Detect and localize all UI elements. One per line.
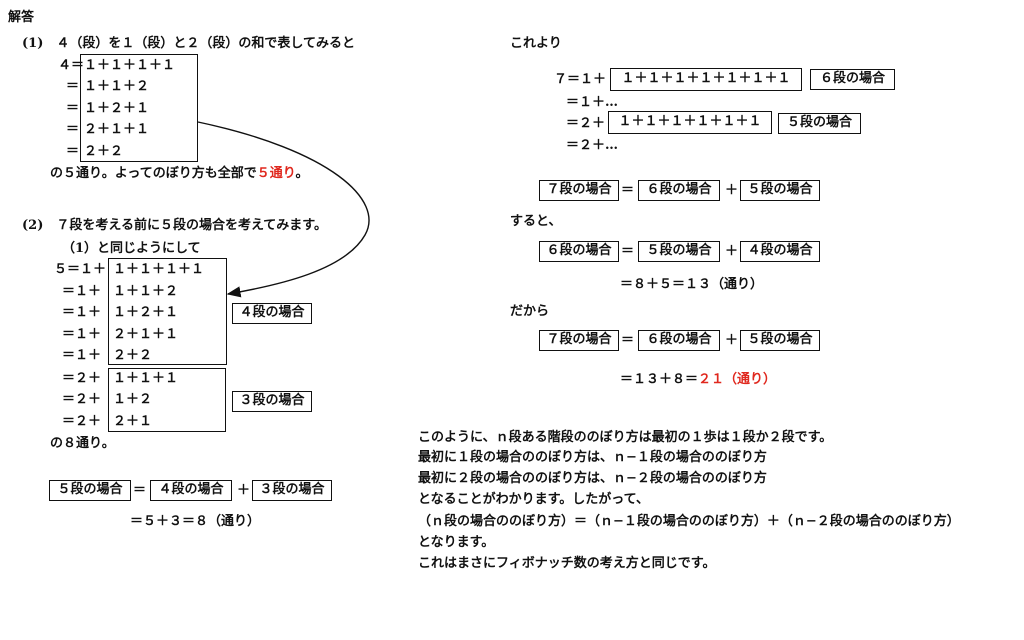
part2-count: の８通り。 bbox=[50, 436, 115, 451]
sum-plus: ＋ bbox=[237, 483, 251, 498]
label-six-steps: ６段の場合 bbox=[810, 69, 895, 90]
part2-box-three bbox=[108, 368, 226, 432]
part1-eq: ＝ bbox=[66, 122, 80, 137]
part2-prefix: ＝１＋ bbox=[62, 305, 102, 320]
part1-eq: ＝ bbox=[66, 144, 80, 159]
right-line1-box: １＋１＋１＋１＋１＋１＋１ bbox=[610, 68, 802, 91]
eq3-six-steps: ６段の場合 bbox=[638, 330, 720, 351]
part2-prefix: ＝１＋ bbox=[62, 327, 102, 342]
right-so: だから bbox=[510, 304, 550, 319]
part2-row: １＋１＋１＋１ bbox=[113, 262, 205, 277]
part2-row: ２＋１＋１ bbox=[113, 327, 179, 342]
right-line3-lead: ＝２＋ bbox=[566, 116, 606, 131]
label-three-steps: ３段の場合 bbox=[232, 391, 312, 412]
conclusion-line: となります。 bbox=[418, 535, 495, 550]
sum-result: ＝５＋３＝８（通り） bbox=[130, 514, 261, 529]
sum-five-steps: ５段の場合 bbox=[49, 480, 131, 501]
part1-result: の５通り。よってのぼり方も全部で５通り。 bbox=[50, 166, 309, 181]
eq1-five-steps: ５段の場合 bbox=[740, 180, 820, 201]
conclusion-line: 最初に２段の場合ののぼり方は、ｎ−２段の場合ののぼり方 bbox=[418, 471, 767, 486]
part1-row: １＋１＋１＋１ bbox=[84, 58, 176, 73]
eq1-six-steps: ６段の場合 bbox=[638, 180, 720, 201]
part1-eq: ＝ bbox=[66, 101, 80, 116]
part2-row: １＋１＋１ bbox=[113, 371, 179, 386]
part2-subtitle: （1）と同じようにして bbox=[62, 241, 201, 256]
part2-row: １＋２＋１ bbox=[113, 305, 179, 320]
conclusion-line: このように、ｎ段ある階段ののぼり方は最初の１歩は１段か２段です。 bbox=[418, 430, 833, 445]
eq3-equals: ＝ bbox=[621, 333, 635, 348]
conclusion-formula: （ｎ段の場合ののぼり方）＝（ｎ−１段の場合ののぼり方）＋（ｎ−２段の場合ののぼり… bbox=[418, 514, 960, 529]
part1-lead: ４＝ bbox=[58, 58, 85, 73]
part2-title: (2) ７段を考える前に５段の場合を考えてみます。 bbox=[22, 218, 328, 233]
part1-row: ２＋１＋１ bbox=[84, 122, 150, 137]
sum-equals: ＝ bbox=[133, 483, 147, 498]
eq3-plus: ＋ bbox=[725, 333, 739, 348]
part1-title: (1) ４（段）を１（段）と２（段）の和で表してみると bbox=[22, 36, 355, 51]
eq3-five-steps: ５段の場合 bbox=[740, 330, 820, 351]
part2-lead: ５＝１＋ bbox=[54, 262, 107, 277]
conclusion-line: 最初に１段の場合ののぼり方は、ｎ−１段の場合ののぼり方 bbox=[418, 450, 767, 465]
conclusion-line: これはまさにフィボナッチ数の考え方と同じです。 bbox=[418, 556, 716, 571]
right-line2: ＝１＋… bbox=[566, 95, 619, 110]
part2-prefix: ＝２＋ bbox=[62, 371, 102, 386]
part1-row: ２＋２ bbox=[84, 144, 124, 159]
part2-prefix: ＝２＋ bbox=[62, 414, 102, 429]
conclusion-line: となることがわかります。したがって、 bbox=[418, 492, 650, 507]
part2-row: １＋１＋２ bbox=[113, 284, 179, 299]
part2-box-four bbox=[108, 258, 227, 365]
right-line3-box: １＋１＋１＋１＋１＋１ bbox=[608, 111, 772, 134]
eq1-equals: ＝ bbox=[621, 183, 635, 198]
part1-row: １＋２＋１ bbox=[84, 101, 150, 116]
part1-combinations-box bbox=[80, 54, 198, 162]
eq3-result: ＝１３＋８＝２１（通り） bbox=[620, 372, 777, 387]
eq2-five-steps: ５段の場合 bbox=[638, 241, 720, 262]
part2-prefix: ＝２＋ bbox=[62, 392, 102, 407]
eq1-plus: ＋ bbox=[725, 183, 739, 198]
right-intro: これより bbox=[510, 36, 562, 51]
part2-row: １＋２ bbox=[113, 392, 153, 407]
part1-row: １＋１＋２ bbox=[84, 79, 150, 94]
label-four-steps: ４段の場合 bbox=[232, 303, 312, 324]
eq2-result: ＝８＋５＝１３（通り） bbox=[620, 277, 764, 292]
eq3-result-highlight: ２１（通り） bbox=[698, 372, 777, 387]
right-then: すると、 bbox=[510, 214, 562, 229]
eq2-six-steps: ６段の場合 bbox=[539, 241, 619, 262]
eq2-four-steps: ４段の場合 bbox=[740, 241, 820, 262]
heading: 解答 bbox=[8, 10, 35, 25]
eq2-plus: ＋ bbox=[725, 244, 739, 259]
part2-prefix: ＝１＋ bbox=[62, 348, 102, 363]
part2-row: ２＋２ bbox=[113, 348, 153, 363]
right-line1-lead: ７＝１＋ bbox=[554, 72, 607, 87]
sum-four-steps: ４段の場合 bbox=[150, 480, 232, 501]
label-five-steps: ５段の場合 bbox=[778, 113, 861, 134]
eq2-equals: ＝ bbox=[621, 244, 635, 259]
part1-result-highlight: ５通り bbox=[256, 166, 296, 181]
part2-row: ２＋１ bbox=[113, 414, 153, 429]
right-line4: ＝２＋… bbox=[566, 138, 619, 153]
sum-three-steps: ３段の場合 bbox=[252, 480, 332, 501]
eq1-seven-steps: ７段の場合 bbox=[539, 180, 619, 201]
part1-eq: ＝ bbox=[66, 79, 80, 94]
part2-prefix: ＝１＋ bbox=[62, 284, 102, 299]
eq3-seven-steps: ７段の場合 bbox=[539, 330, 619, 351]
